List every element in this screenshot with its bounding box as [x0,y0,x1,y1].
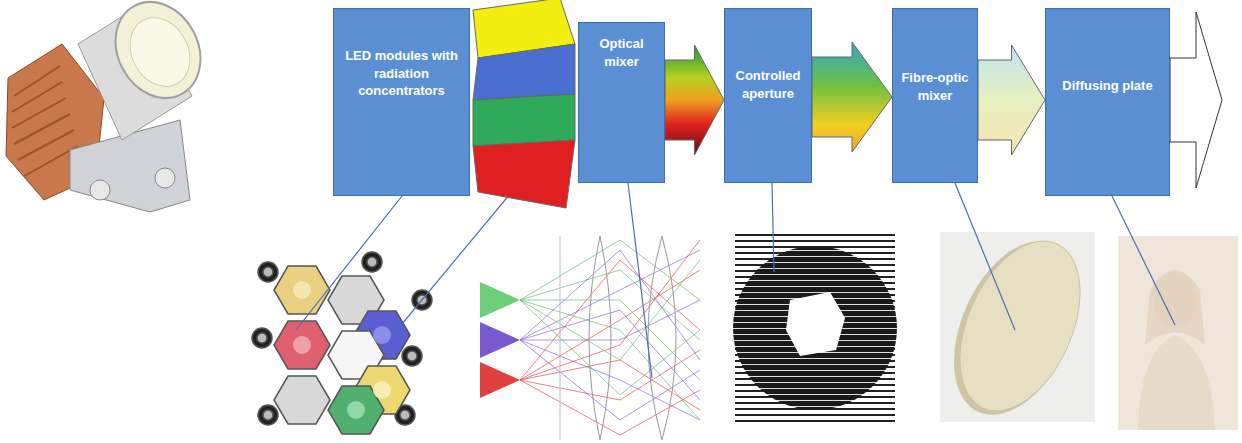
ray-diagram [480,236,700,440]
process-box: Controlled aperture [724,8,812,183]
fibre-disk [929,222,1104,434]
arrow-shape [978,45,1045,155]
box-label: LED modules with radiation concentrators [334,47,469,100]
flow-arrow [665,45,724,155]
led-array [252,252,432,434]
box-label: Optical mixer [579,35,664,70]
output-arrow [1170,12,1222,188]
process-box: Diffusing plate [1045,8,1170,196]
blue-beam [473,44,575,100]
flow-arrow [812,42,892,152]
flow-arrow [978,45,1045,155]
aperture-image [733,232,897,425]
process-box: Fibre-optic mixer [892,8,978,183]
process-box: Optical mixer [578,22,665,183]
box-label: Controlled aperture [725,67,811,102]
leader-lines [296,182,1175,378]
process-box: LED modules with radiation concentrators [333,8,470,196]
green-beam [473,94,575,146]
light-fan [473,0,575,208]
arrow-shape [665,45,724,155]
diffused-painting [1118,236,1238,430]
red-beam [473,140,575,208]
luminaire [6,0,217,212]
box-label: Diffusing plate [1046,77,1169,95]
arrow-shape [812,42,892,152]
box-label: Fibre-optic mixer [893,69,977,104]
